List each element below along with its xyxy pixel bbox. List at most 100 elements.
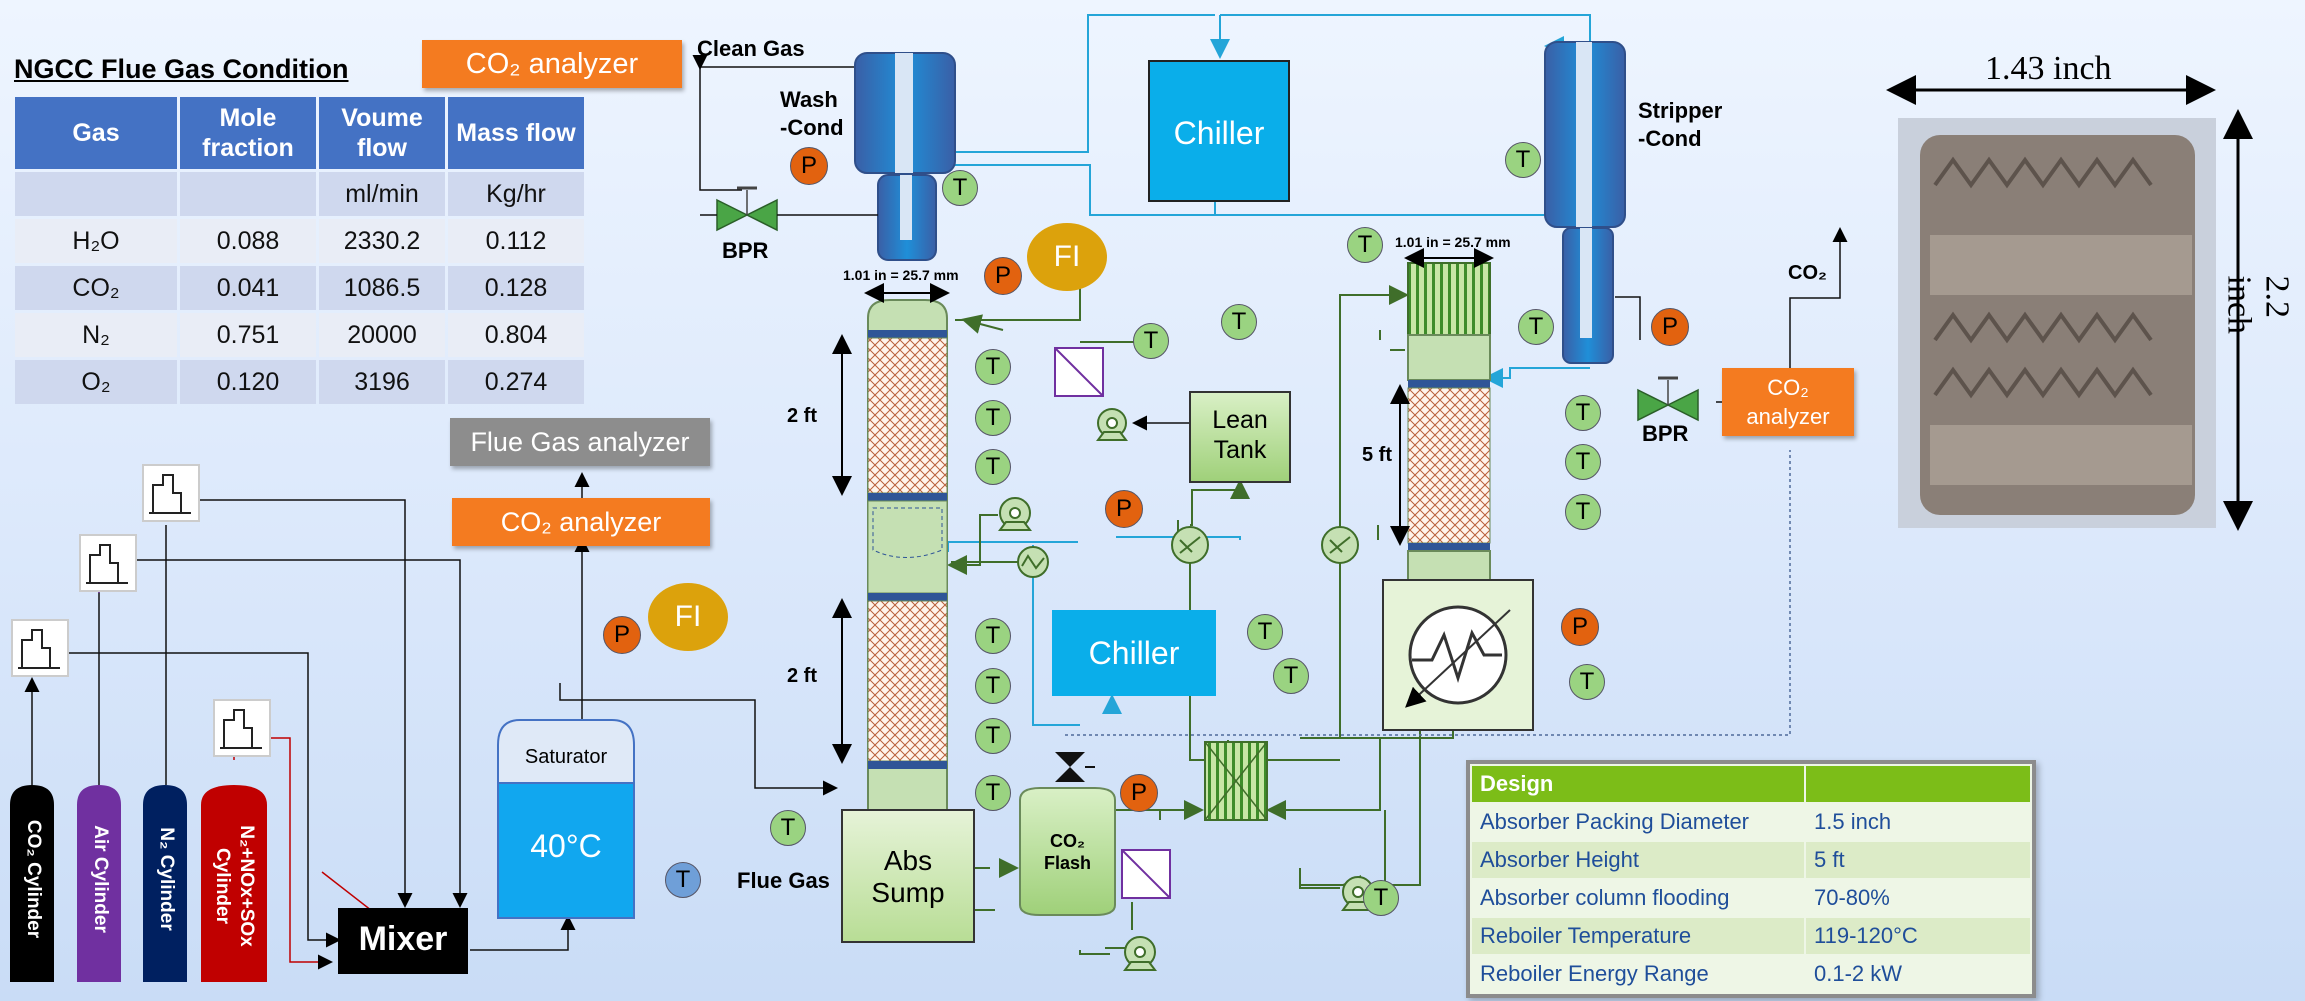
unit-cell	[15, 172, 177, 216]
temperature-indicator-icon: T	[1565, 494, 1601, 530]
two-ft-lower-label: 2 ft	[787, 665, 817, 688]
mole-cell: 0.088	[180, 219, 316, 263]
design-value-cell: 119-120°C	[1806, 918, 2030, 954]
temperature-indicator-icon: T	[975, 349, 1011, 385]
volume-col-header: Voume flow	[319, 97, 445, 169]
mixer-label: Mixer	[338, 920, 468, 959]
flow-indicator-icon: FI	[1027, 223, 1107, 291]
mixed-gas-cylinder-label: N₂+NOx+SOx Cylinder	[210, 791, 258, 981]
wash-condenser	[855, 53, 955, 260]
bpr-left-label: BPR	[722, 238, 768, 264]
volume-cell: 1086.5	[319, 266, 445, 310]
co2-flash-label: CO₂Flash	[1020, 830, 1115, 874]
design-value-cell: 70-80%	[1806, 880, 2030, 916]
temperature-indicator-icon: T	[1518, 309, 1554, 345]
design-label-cell: Absorber Height	[1472, 842, 1804, 878]
temperature-indicator-icon: T	[942, 170, 978, 206]
regulator-1-icon	[12, 620, 68, 676]
temperature-indicator-icon: T	[975, 718, 1011, 754]
mass-cell: 0.804	[448, 313, 584, 357]
regulator-4-icon	[214, 700, 270, 756]
design-value-cell: 0.1-2 kW	[1806, 956, 2030, 992]
table-row: O₂ 0.120 3196 0.274	[15, 360, 584, 404]
abs-sump-line1: Abs	[842, 845, 974, 877]
unit-cell	[180, 172, 316, 216]
pump-flash-icon	[1125, 937, 1155, 970]
temperature-indicator-icon: T	[1247, 614, 1283, 650]
packing-photo	[1898, 118, 2216, 528]
table-row: Absorber Height5 ft	[1472, 842, 2030, 878]
stripper-cond-label: Stripper-Cond	[1638, 97, 1722, 153]
temperature-indicator-icon: T	[1565, 444, 1601, 480]
mole-cell: 0.751	[180, 313, 316, 357]
exchanger-absorber-icon	[1018, 547, 1048, 577]
wash-cond-line1: Wash	[780, 86, 844, 114]
mass-col-header: Mass flow	[448, 97, 584, 169]
mass-cell: 0.128	[448, 266, 584, 310]
clean-gas-label: Clean Gas	[697, 36, 805, 62]
gas-col-header: Gas	[15, 97, 177, 169]
stripper-diameter-label: 1.01 in = 25.7 mm	[1395, 234, 1511, 250]
mass-cell: 0.112	[448, 219, 584, 263]
co2-cylinder-label: CO₂ Cylinder	[22, 799, 44, 959]
table-row: CO₂ 0.041 1086.5 0.128	[15, 266, 584, 310]
unit-cell: ml/min	[319, 172, 445, 216]
volume-cell: 2330.2	[319, 219, 445, 263]
unit-cell: Kg/hr	[448, 172, 584, 216]
absorber-diameter-label: 1.01 in = 25.7 mm	[843, 267, 959, 283]
regulator-3-icon	[143, 465, 199, 521]
mole-cell: 0.120	[180, 360, 316, 404]
flow-indicator-icon: FI	[648, 583, 728, 651]
saturator-label: Saturator	[498, 746, 634, 769]
saturator-temp-label: 40°C	[498, 828, 634, 865]
wash-cond-line2: -Cond	[780, 114, 844, 142]
mass-cell: 0.274	[448, 360, 584, 404]
flue-gas-analyzer: Flue Gas analyzer	[450, 418, 710, 466]
lean-tank-line1: Lean	[1190, 405, 1290, 435]
stripper-cond-line1: Stripper	[1638, 97, 1722, 125]
temperature-indicator-icon: T	[1347, 227, 1383, 263]
pressure-indicator-icon: P	[1105, 490, 1143, 528]
gas-cell: H₂O	[15, 219, 177, 263]
temperature-indicator-icon: T	[1569, 664, 1605, 700]
pressure-indicator-icon: P	[790, 147, 828, 185]
temperature-indicator-icon: T	[975, 449, 1011, 485]
design-value-cell: 1.5 inch	[1806, 804, 2030, 840]
reboiler	[1383, 580, 1533, 730]
gas-table-title: NGCC Flue Gas Condition	[14, 54, 349, 85]
co2-analyzer-mid-label: CO₂ analyzer	[501, 507, 662, 537]
gas-cell: CO₂	[15, 266, 177, 310]
exchanger-lean-icon	[1172, 527, 1208, 563]
co2-flash-line2: Flash	[1020, 852, 1115, 874]
co2-analyzer-top: CO₂ analyzer	[422, 40, 682, 88]
co2-flash-line1: CO₂	[1020, 830, 1115, 852]
chiller-bottom: Chiller	[1052, 610, 1216, 696]
bpr-stripper-icon	[1638, 378, 1698, 420]
design-label-cell: Reboiler Energy Range	[1472, 956, 1804, 992]
regulators	[12, 465, 270, 756]
pressure-indicator-icon: P	[1561, 608, 1599, 646]
co2-analyzer-mid: CO₂ analyzer	[452, 498, 710, 546]
mole-col-header: Mole fraction	[180, 97, 316, 169]
n2-cylinder-label: N₂ Cylinder	[155, 799, 177, 959]
design-label-cell: Absorber Packing Diameter	[1472, 804, 1804, 840]
temperature-indicator-icon: T	[1565, 395, 1601, 431]
temperature-indicator-icon: T	[1273, 658, 1309, 694]
design-header: Design	[1472, 766, 1804, 802]
pressure-indicator-icon: P	[1120, 774, 1158, 812]
five-ft-label: 5 ft	[1362, 444, 1392, 467]
design-label-cell: Absorber column flooding	[1472, 880, 1804, 916]
gas-cell: O₂	[15, 360, 177, 404]
chiller-bottom-label: Chiller	[1089, 635, 1180, 671]
photo-width-label: 1.43 inch	[1985, 50, 2112, 88]
flue-gas-analyzer-label: Flue Gas analyzer	[470, 427, 689, 457]
temperature-indicator-icon: T	[770, 810, 806, 846]
pump-absorber-icon	[1000, 498, 1030, 530]
